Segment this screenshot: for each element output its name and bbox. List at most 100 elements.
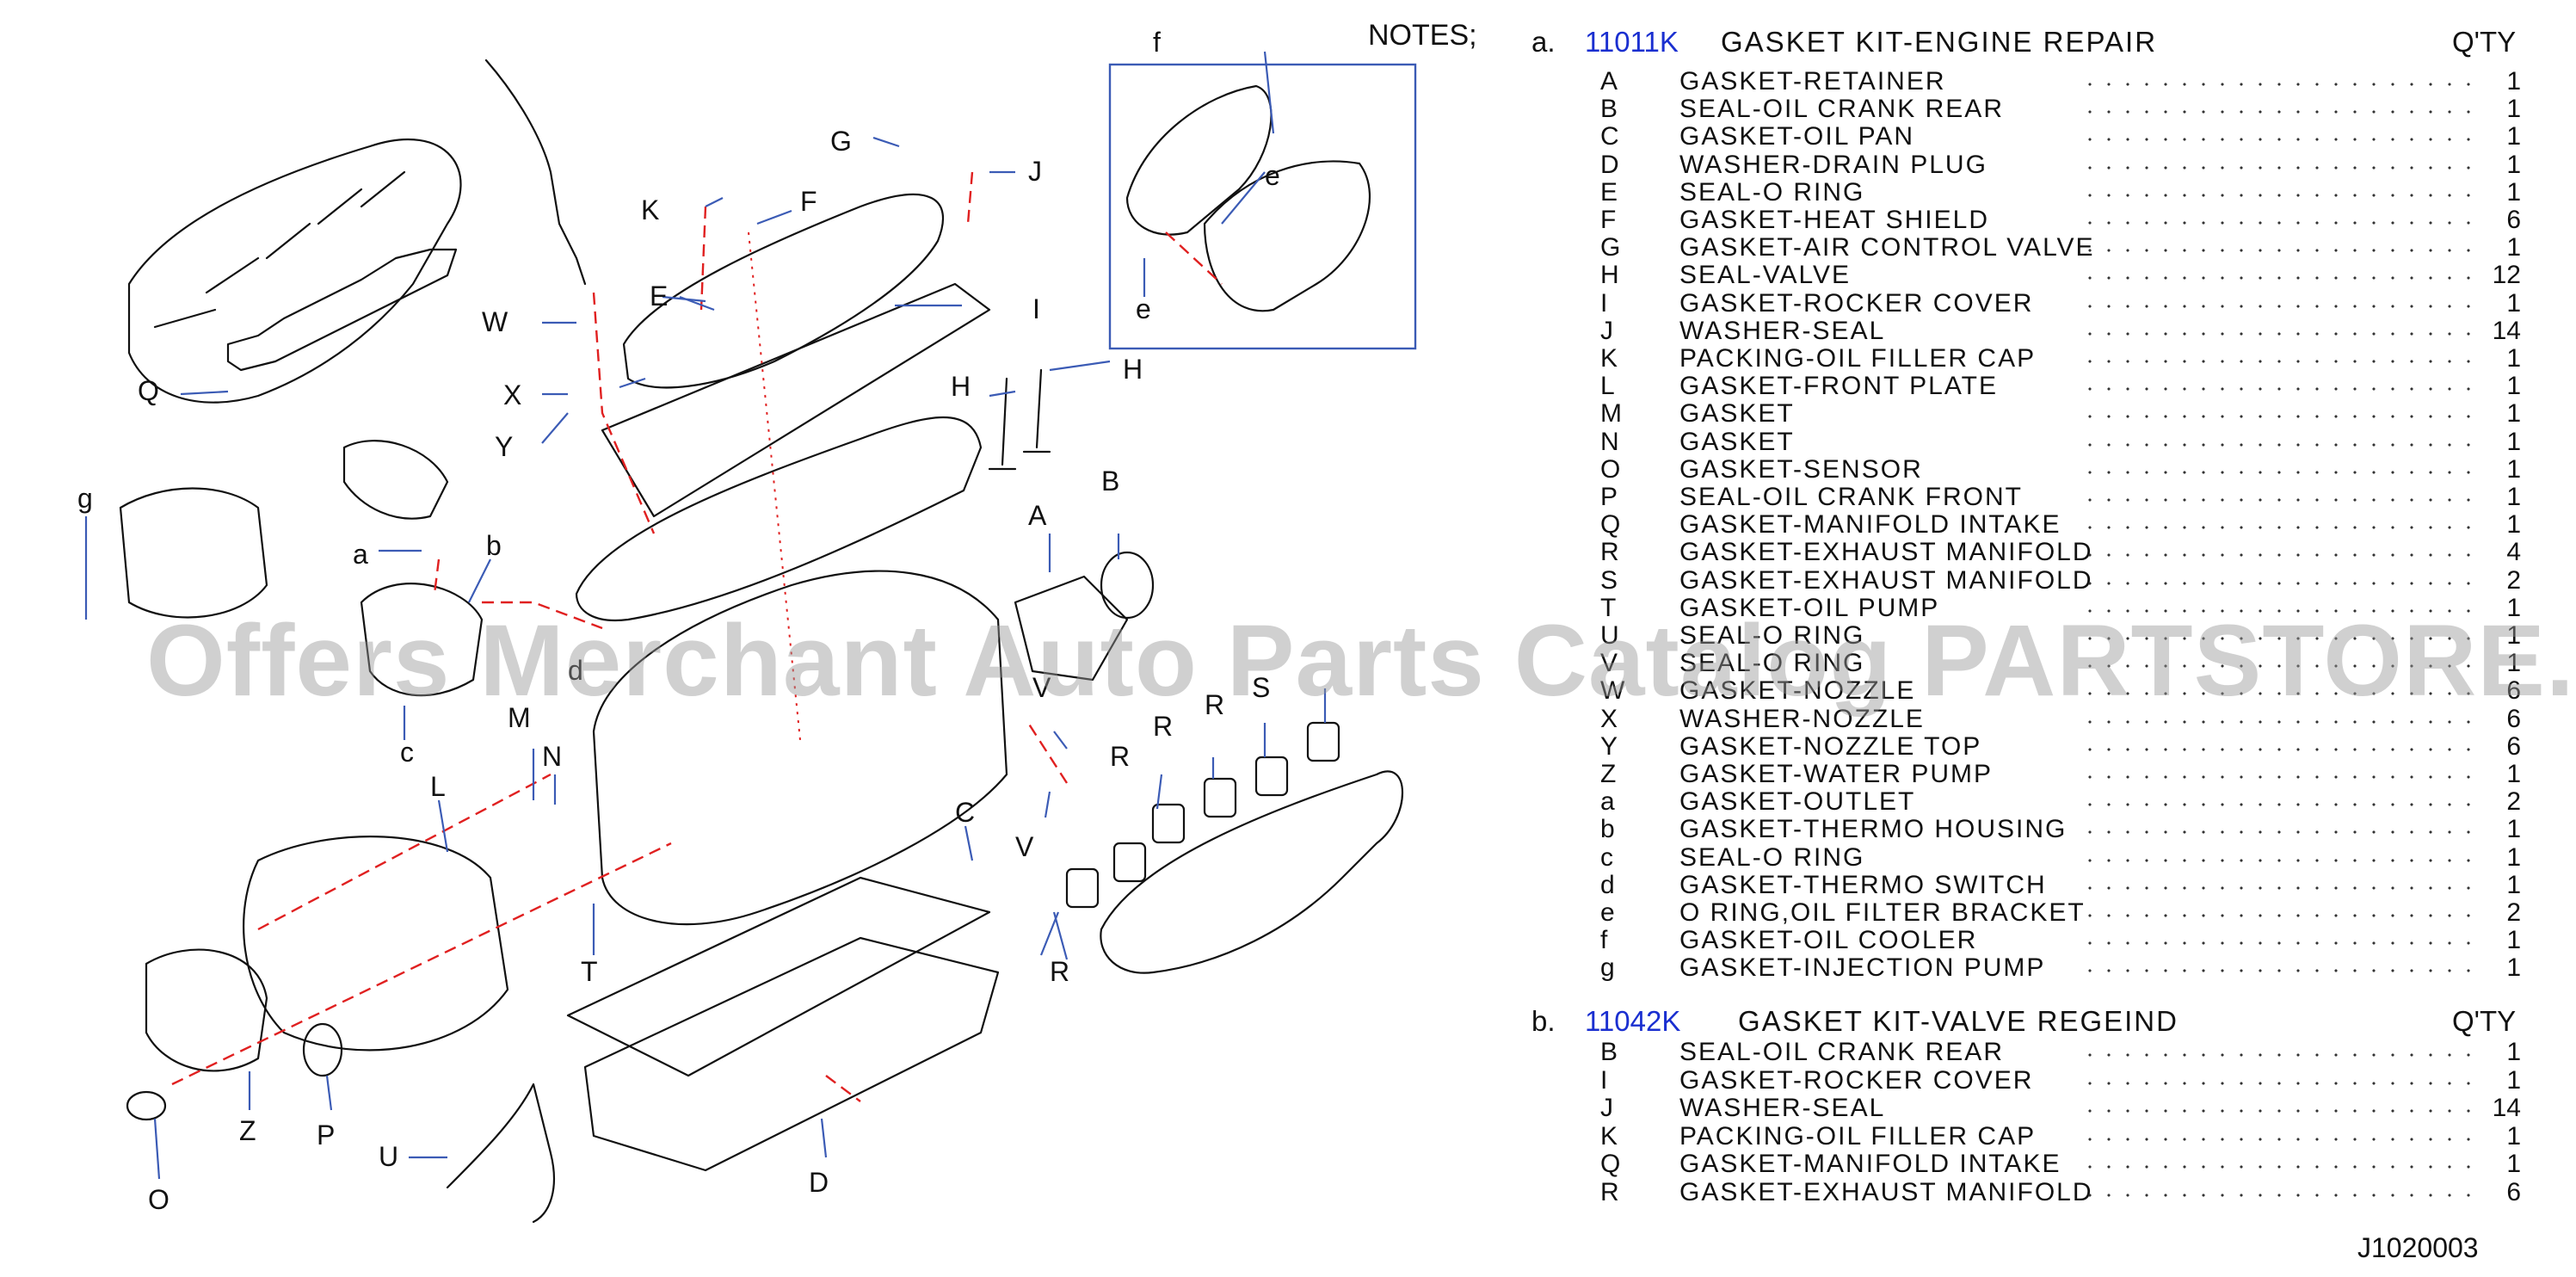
part-description: GASKET-OIL PUMP (1679, 593, 1940, 622)
part-code: a (1600, 787, 1615, 817)
part-code: I (1600, 288, 1608, 318)
part-quantity: 14 (2492, 1094, 2521, 1122)
part-description: SEAL-VALVE (1679, 261, 1851, 290)
callout-e2: e (1136, 293, 1151, 324)
callout-m: M (508, 702, 531, 733)
part-description: GASKET-OIL COOLER (1679, 926, 1978, 955)
part-quantity: 1 (2506, 621, 2521, 650)
injection-pump-g (119, 487, 268, 619)
part-code: V (1600, 649, 1618, 678)
exhaust-gasket-r3 (1151, 803, 1186, 844)
kit-a-number[interactable]: 11011K (1585, 26, 1679, 58)
engine-block (592, 570, 1008, 926)
callout-p: P (317, 1120, 335, 1151)
notes-title: NOTES; (1368, 19, 1477, 52)
kit-b-number[interactable]: 11042K (1585, 1005, 1681, 1037)
kit-b-qty-header: Q'TY (2452, 1005, 2517, 1037)
callout-k: K (641, 194, 659, 225)
part-description: GASKET-OIL PAN (1679, 122, 1915, 151)
part-quantity: 1 (2506, 1038, 2521, 1066)
part-quantity: 2 (2506, 898, 2521, 927)
part-description: SEAL-O RING (1679, 842, 1865, 872)
part-code: J (1600, 316, 1613, 345)
kit-b-letter: b. (1531, 1005, 1556, 1037)
part-code: R (1600, 1177, 1619, 1206)
leader-dots (2082, 498, 2478, 502)
part-quantity: 1 (2506, 1065, 2521, 1095)
callout-e1: e (1265, 160, 1280, 191)
part-code: E (1600, 177, 1618, 207)
callout-n: N (542, 741, 562, 772)
part-quantity: 1 (2506, 926, 2521, 955)
part-description: SEAL-O RING (1679, 649, 1865, 678)
timing-cover (243, 836, 509, 1052)
rear-crank-seal-b (1100, 551, 1155, 620)
callout-d: D (809, 1167, 829, 1198)
part-description: GASKET-OUTLET (1679, 787, 1916, 817)
part-quantity: 1 (2506, 399, 2521, 429)
watermark: Offers Merchant Auto Parts Catalog PARTS… (146, 604, 2576, 718)
leader-dots (2082, 1109, 2478, 1113)
kit-b-title: GASKET KIT-VALVE REGEIND (1738, 1005, 2179, 1037)
leader-dots (2082, 193, 2478, 197)
exploded-engine-diagram: f e e G J K F E I W X Y H H Q g a b d c … (77, 27, 1417, 1224)
valve-right (1022, 368, 1051, 453)
part-code: N (1600, 427, 1619, 456)
part-description: SEAL-OIL CRANK REAR (1679, 95, 2004, 124)
callout-c-lower: c (400, 737, 414, 768)
callout-r2: R (1153, 711, 1173, 742)
part-code: L (1600, 372, 1615, 401)
front-crank-seal-p (302, 1022, 343, 1077)
part-quantity: 2 (2506, 565, 2521, 595)
part-quantity: 1 (2506, 842, 2521, 872)
leader-dots (2082, 719, 2478, 724)
callout-j: J (1028, 156, 1042, 187)
part-code: Q (1600, 510, 1621, 540)
callout-b-lower: b (486, 530, 502, 561)
part-description: WASHER-SEAL (1679, 1094, 1886, 1122)
part-code: A (1600, 67, 1618, 96)
callout-h1: H (951, 371, 971, 402)
part-description: GASKET-EXHAUST MANIFOLD (1679, 1177, 2093, 1206)
callout-r1: R (1110, 741, 1130, 772)
